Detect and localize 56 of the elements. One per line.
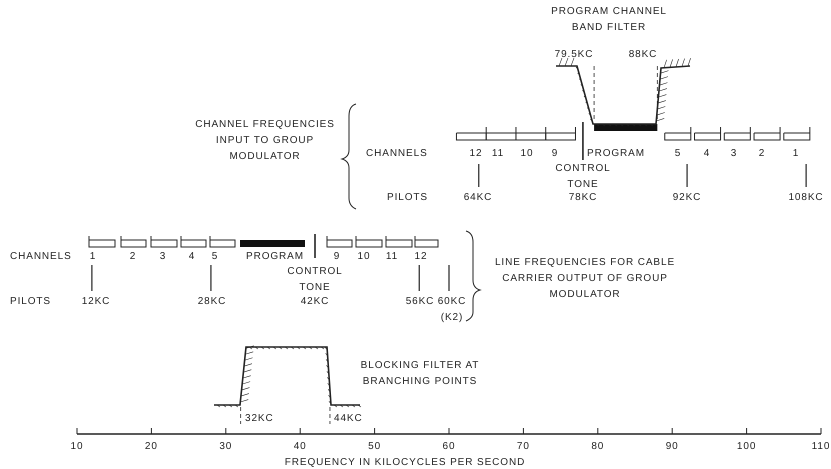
row-heading: PILOTS — [387, 191, 428, 205]
axis-tick-label: 100 — [736, 440, 756, 454]
frequency-label: 11 — [492, 147, 504, 161]
frequency-label: 92KC — [672, 191, 702, 205]
frequency-label: 42KC — [300, 295, 330, 309]
frequency-label: 12KC — [82, 295, 110, 309]
frequency-label: 5 — [674, 147, 682, 161]
frequency-label: PROGRAM — [246, 250, 304, 264]
frequency-label: 108KC — [788, 191, 824, 205]
axis-tick-label: 90 — [666, 440, 679, 454]
frequency-label: CONTROL TONE — [286, 265, 344, 295]
frequency-label: PROGRAM — [587, 147, 645, 161]
axis-tick-label: 20 — [144, 440, 158, 454]
frequency-label: 3 — [160, 250, 166, 264]
frequency-label: 12 — [470, 147, 482, 161]
caption-text: CHANNEL FREQUENCIES INPUT TO GROUP MODULATOR — [194, 118, 336, 164]
frequency-label: 4 — [188, 250, 196, 264]
frequency-label: 60KC — [438, 295, 466, 309]
axis-tick-label: 10 — [70, 440, 84, 454]
caption-text: BLOCKING FILTER AT BRANCHING POINTS — [360, 359, 480, 389]
frequency-label: 9 — [334, 250, 340, 264]
frequency-label: 9 — [552, 147, 558, 161]
frequency-label: 79.5KC — [554, 48, 594, 62]
frequency-label: 64KC — [464, 191, 492, 205]
frequency-label: 3 — [730, 147, 738, 161]
frequency-label: 1 — [90, 250, 96, 264]
frequency-label: 12 — [414, 250, 428, 264]
axis-tick-label: 80 — [591, 440, 604, 454]
axis-tick-label: 30 — [219, 440, 232, 454]
frequency-label: 10 — [358, 250, 370, 264]
axis-tick-label: 70 — [516, 440, 530, 454]
frequency-label: 11 — [386, 250, 398, 264]
frequency-label: 5 — [212, 250, 218, 264]
frequency-label: 28KC — [198, 295, 226, 309]
frequency-label: 1 — [792, 147, 800, 161]
axis-tick-label: 60 — [442, 440, 456, 454]
frequency-label: 88KC — [628, 48, 658, 62]
row-heading: CHANNELS — [366, 147, 428, 161]
caption-text: PROGRAM CHANNEL BAND FILTER — [550, 5, 668, 35]
caption-text: LINE FREQUENCIES FOR CABLE CARRIER OUTPUT OF GROUP MODULATOR — [494, 256, 676, 302]
frequency-label: 2 — [758, 147, 766, 161]
axis-tick-label: 50 — [368, 440, 382, 454]
frequency-label: 2 — [130, 250, 136, 264]
frequency-label: 10 — [520, 147, 534, 161]
caption-text: FREQUENCY IN KILOCYCLES PER SECOND — [284, 456, 526, 469]
frequency-label: 56KC — [406, 295, 434, 309]
frequency-label: 4 — [704, 147, 710, 161]
frequency-label: 78KC — [568, 191, 598, 205]
frequency-label: (K2) — [440, 311, 464, 325]
axis-tick-label: 40 — [294, 440, 307, 454]
row-heading: CHANNELS — [10, 250, 72, 264]
axis-tick-label: 110 — [812, 440, 830, 454]
row-heading: PILOTS — [10, 295, 51, 309]
frequency-label: CONTROL TONE — [554, 162, 612, 192]
frequency-label: 44KC — [334, 412, 363, 426]
frequency-label: 32KC — [245, 412, 274, 426]
